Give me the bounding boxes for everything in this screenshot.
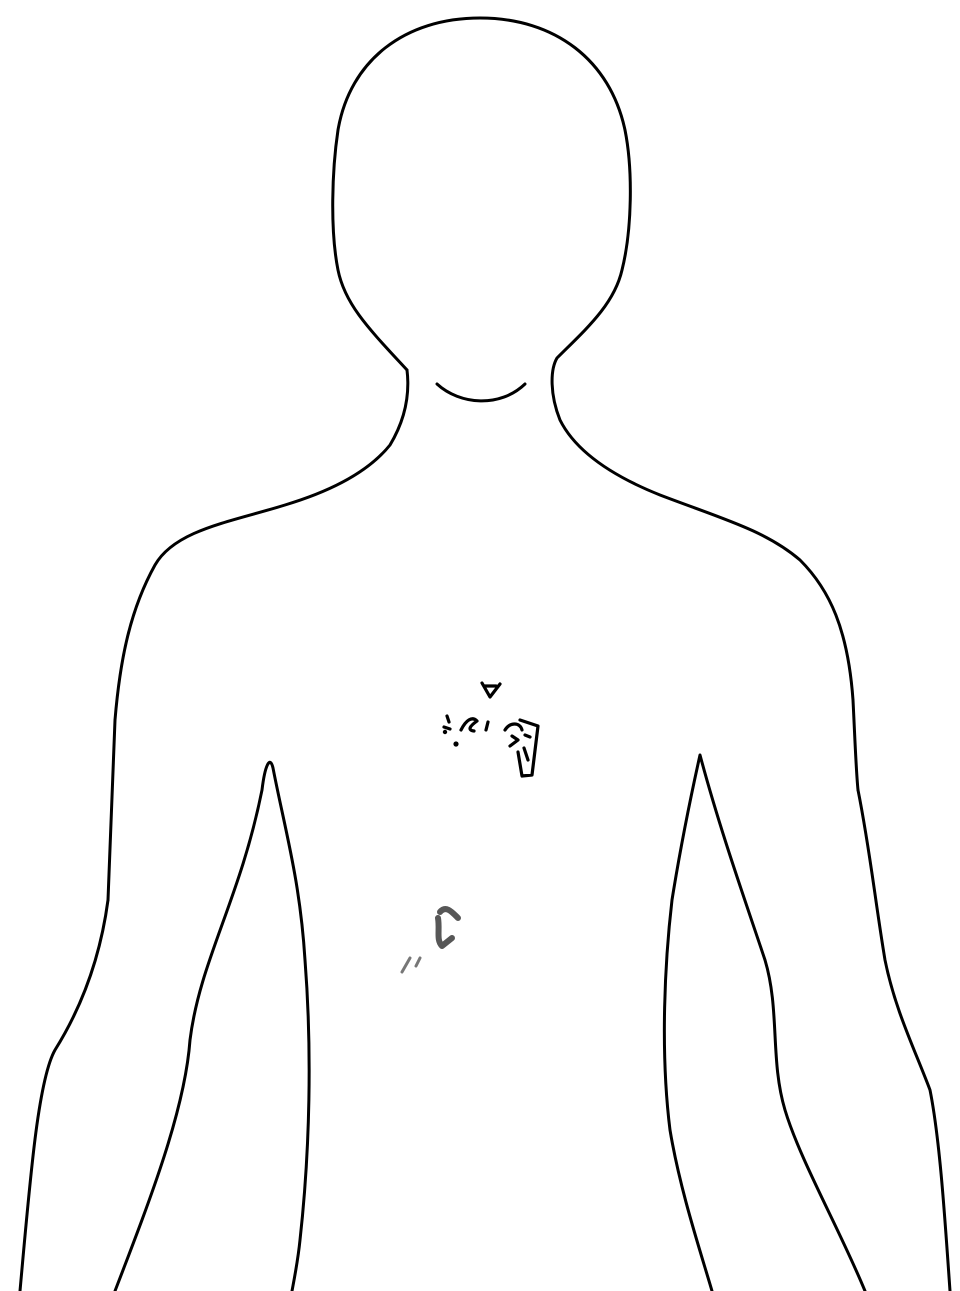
chest-scribbles [443,683,538,776]
dot-mark-1 [444,716,450,729]
right-arm-outer [858,790,950,1291]
smudge-mark-1 [438,909,458,946]
dot-mark-2 [453,741,458,746]
tick-mark [486,722,488,730]
left-shoulder-outline [108,370,408,900]
left-arm-inner [115,762,309,1291]
right-arm-inner [664,755,865,1291]
glyph-mark [505,720,538,776]
head-outline [333,18,858,790]
left-arm-outer [20,900,108,1291]
dot-mark-3 [443,730,447,734]
chin-curve [437,384,525,401]
v-mark [482,683,500,697]
squiggle-mark [461,719,477,731]
smudge-mark-2 [402,958,420,972]
lower-scribbles [402,909,458,972]
